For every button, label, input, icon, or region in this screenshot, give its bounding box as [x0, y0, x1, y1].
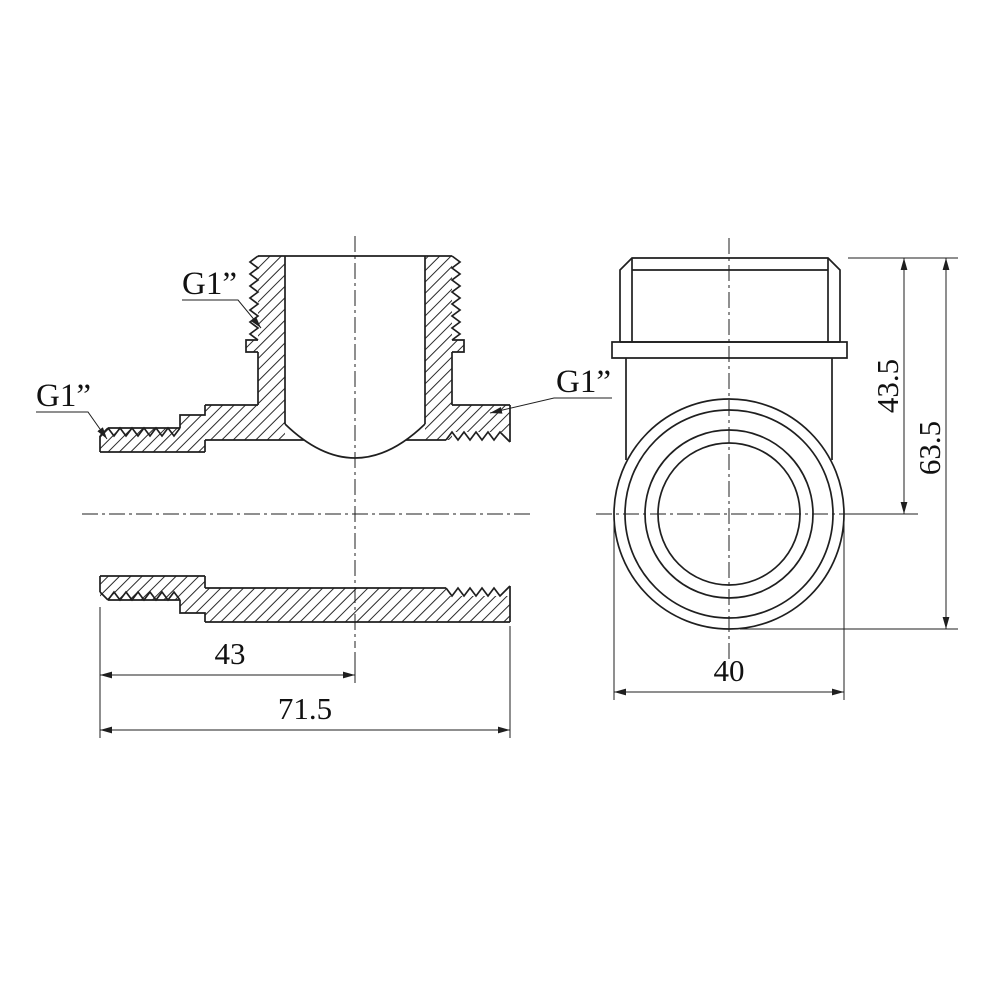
dim-63-5-label: 63.5	[912, 421, 947, 475]
branch-collar-right	[452, 339, 465, 353]
branch-collar-left	[245, 339, 258, 353]
thread-callout-left: G1”	[36, 378, 108, 440]
right-thread-bottom	[445, 585, 511, 598]
branch-thread-left	[248, 255, 260, 341]
thread-callout-top: G1”	[182, 266, 262, 329]
thread-label-top: G1”	[182, 266, 237, 302]
side-flange	[611, 341, 848, 359]
branch-thread-right	[450, 255, 462, 341]
dim-40-label: 40	[714, 653, 745, 688]
dim-43-label: 43	[215, 636, 246, 671]
dim-71-5-label: 71.5	[278, 691, 332, 726]
dimension-71-5: 71.5	[100, 626, 511, 738]
dimension-43-5: 43.5	[848, 257, 958, 515]
front-view: 43 71.5 G1” G1” G1”	[36, 236, 612, 738]
dim-43-5-label: 43.5	[870, 359, 905, 413]
right-thread-top	[445, 430, 511, 443]
side-thread-body	[619, 257, 841, 342]
thread-label-left: G1”	[36, 378, 91, 414]
left-thread-bottom	[107, 590, 181, 602]
thread-label-right: G1”	[556, 364, 611, 400]
side-centerlines	[596, 238, 848, 662]
dimension-63-5: 63.5	[740, 258, 958, 630]
dimension-40: 40	[613, 522, 845, 700]
left-thread-top	[107, 426, 181, 438]
front-hatching	[100, 256, 510, 622]
dimension-43: 43	[99, 607, 356, 738]
side-view: 43.5 63.5 40	[596, 238, 958, 700]
front-centerlines	[82, 236, 532, 648]
thread-callout-right: G1”	[489, 364, 612, 414]
